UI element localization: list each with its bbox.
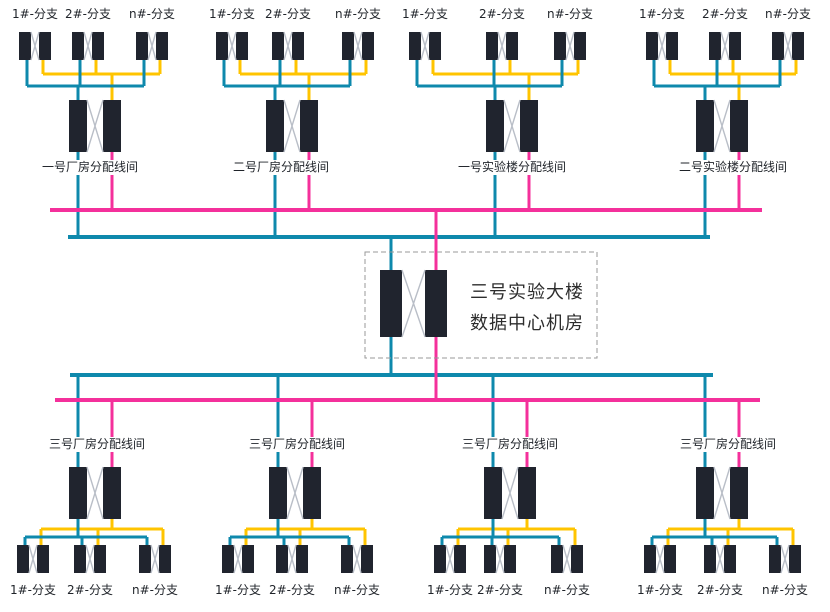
branch-terminal-pair bbox=[272, 31, 304, 61]
branch-terminal-pair bbox=[136, 31, 168, 61]
branch-label: n#-分支 bbox=[333, 7, 383, 22]
distribution-room-label: 三号厂房分配线间 bbox=[459, 437, 561, 452]
branch-label: 1#-分支 bbox=[424, 583, 476, 598]
branch-label: 2#-分支 bbox=[474, 583, 526, 598]
patch-panel-pair bbox=[696, 466, 748, 520]
branch-terminal-pair bbox=[484, 544, 516, 574]
branch-terminal-pair bbox=[551, 544, 583, 574]
patch-panel-pair bbox=[696, 99, 748, 153]
branch-terminal-pair bbox=[139, 544, 171, 574]
branch-label: 2#-分支 bbox=[476, 7, 528, 22]
patch-panel-pair bbox=[69, 466, 121, 520]
branch-terminal-pair bbox=[216, 31, 248, 61]
branch-label: 1#-分支 bbox=[636, 7, 688, 22]
branch-terminal-pair bbox=[554, 31, 586, 61]
branch-terminal-pair bbox=[276, 544, 308, 574]
branch-label: n#-分支 bbox=[763, 7, 813, 22]
branch-label: 1#-分支 bbox=[206, 7, 258, 22]
branch-label: 1#-分支 bbox=[7, 583, 59, 598]
branch-terminal-pair bbox=[486, 31, 518, 61]
branch-terminal-pair bbox=[434, 544, 466, 574]
branch-label: 2#-分支 bbox=[64, 583, 116, 598]
patch-panel-pair bbox=[484, 466, 536, 520]
distribution-room-label: 三号厂房分配线间 bbox=[246, 437, 348, 452]
patch-panel-pair bbox=[266, 99, 318, 153]
patch-panel-pair bbox=[486, 99, 538, 153]
data-center-label-line1: 三号实验大楼 bbox=[470, 282, 584, 303]
branch-label: 2#-分支 bbox=[266, 583, 318, 598]
pink-wires bbox=[50, 152, 762, 467]
data-center-room bbox=[364, 251, 598, 359]
branch-label: 1#-分支 bbox=[634, 583, 686, 598]
core-panel-pair bbox=[380, 269, 447, 338]
branch-terminal-pair bbox=[19, 31, 51, 61]
branch-terminal-pair bbox=[709, 31, 741, 61]
branch-label: n#-分支 bbox=[332, 583, 382, 598]
branch-terminal-pair bbox=[17, 544, 49, 574]
branch-terminal-pair bbox=[704, 544, 736, 574]
branch-label: 1#-分支 bbox=[212, 583, 264, 598]
branch-terminal-pair bbox=[644, 544, 676, 574]
branch-terminal-pair bbox=[409, 31, 441, 61]
branch-label: 2#-分支 bbox=[62, 7, 114, 22]
distribution-room-label: 一号厂房分配线间 bbox=[39, 160, 141, 175]
patch-panel-pair bbox=[269, 466, 321, 520]
teal-wires bbox=[23, 60, 782, 545]
branch-terminal-pair bbox=[74, 544, 106, 574]
data-center-label-line2: 数据中心机房 bbox=[470, 313, 584, 334]
branch-terminal-pair bbox=[772, 31, 804, 61]
branch-terminal-pair bbox=[342, 31, 374, 61]
branch-label: 2#-分支 bbox=[694, 583, 746, 598]
branch-label: 1#-分支 bbox=[399, 7, 451, 22]
distribution-room-label: 三号厂房分配线间 bbox=[677, 437, 779, 452]
yellow-wires bbox=[39, 60, 798, 545]
branch-label: n#-分支 bbox=[760, 583, 810, 598]
branch-terminal-pair bbox=[769, 544, 801, 574]
distribution-room-label: 三号厂房分配线间 bbox=[46, 437, 148, 452]
branch-terminal-pair bbox=[646, 31, 678, 61]
branch-label: n#-分支 bbox=[545, 7, 595, 22]
branch-label: n#-分支 bbox=[542, 583, 592, 598]
branch-label: n#-分支 bbox=[130, 583, 180, 598]
distribution-room-label: 二号实验楼分配线间 bbox=[676, 160, 790, 175]
branch-terminal-pair bbox=[72, 31, 104, 61]
distribution-room-label: 一号实验楼分配线间 bbox=[455, 160, 569, 175]
branch-terminal-pair bbox=[222, 544, 254, 574]
branch-label: 2#-分支 bbox=[699, 7, 751, 22]
branch-label: n#-分支 bbox=[127, 7, 177, 22]
patch-panel-pair bbox=[69, 99, 121, 153]
branch-terminal-pair bbox=[341, 544, 373, 574]
distribution-room-label: 二号厂房分配线间 bbox=[230, 160, 332, 175]
data-center-label: 三号实验大楼 数据中心机房 bbox=[467, 277, 587, 339]
branch-label: 2#-分支 bbox=[262, 7, 314, 22]
branch-label: 1#-分支 bbox=[9, 7, 61, 22]
